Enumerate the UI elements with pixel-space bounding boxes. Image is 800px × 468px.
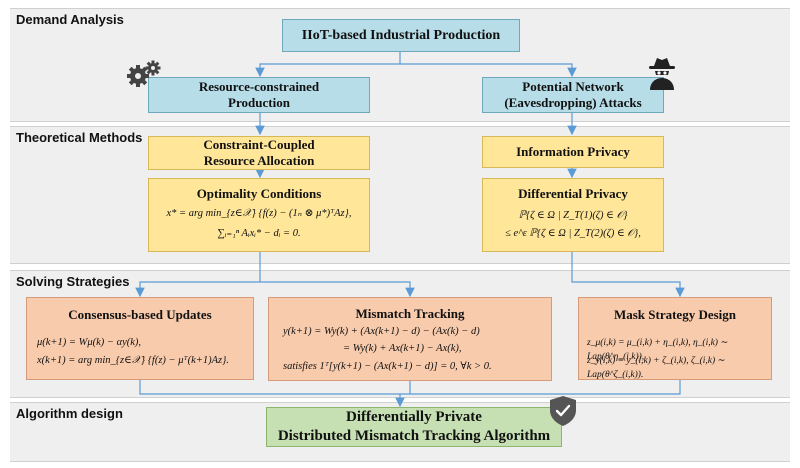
- mask-equation-1: z_μ(i,k) = μ_(i,k) + η_(i,k), η_(i,k) ∼ …: [587, 338, 729, 362]
- dp-equation-1: ℙ{ζ ∈ Ω | Z_T(1)(ζ) ∈ 𝒪}: [518, 210, 628, 221]
- mismatch-equation-3: satisfies 1ᵀ[y(k+1) − (Ax(k+1) − d)] = 0…: [283, 361, 492, 372]
- dp-equation-2: ≤ e^ε ℙ{ζ ∈ Ω | Z_T(2)(ζ) ∈ 𝒪},: [505, 228, 641, 239]
- mismatch-equation-1: y(k+1) = Wy(k) + (Ax(k+1) − d) − (Ax(k) …: [283, 326, 480, 337]
- consensus-title: Consensus-based Updates: [68, 307, 212, 322]
- iiot-production-box: IIoT-based Industrial Production: [282, 19, 520, 52]
- final-algorithm-box: Differentially Private Distributed Misma…: [266, 407, 562, 447]
- iiot-production-label: IIoT-based Industrial Production: [301, 27, 501, 43]
- information-privacy-box: Information Privacy: [482, 136, 664, 168]
- section-label-algorithm: Algorithm design: [16, 406, 123, 421]
- resource-constrained-box: Resource-constrained Production: [148, 77, 370, 113]
- shield-check-icon: [550, 396, 576, 426]
- optimality-title: Optimality Conditions: [196, 186, 322, 201]
- differential-privacy-title: Differential Privacy: [518, 186, 628, 201]
- constraint-line-2: Resource Allocation: [203, 153, 315, 168]
- mask-title: Mask Strategy Design: [613, 307, 737, 322]
- resource-line-2: Production: [228, 95, 290, 110]
- gears-icon: [127, 60, 161, 87]
- optimality-equation-1: x* = arg min_{z∈𝒳} {f(z) − (1ₙ ⊗ μ*)ᵀAz}…: [166, 208, 352, 219]
- mismatch-tracking-box: Mismatch Tracking y(k+1) = Wy(k) + (Ax(k…: [268, 297, 552, 381]
- differential-privacy-box: Differential Privacy ℙ{ζ ∈ Ω | Z_T(1)(ζ)…: [482, 178, 664, 252]
- optimality-conditions-box: Optimality Conditions x* = arg min_{z∈𝒳}…: [148, 178, 370, 252]
- mask-equation-2: z_y(i,k) = y_(i,k) + ζ_(i,k), ζ_(i,k) ∼ …: [587, 356, 726, 380]
- section-label-demand: Demand Analysis: [16, 12, 124, 27]
- spy-icon: [649, 58, 675, 90]
- optimality-equation-2: ∑ᵢ₌₁ⁿ Aᵢxᵢ* − dᵢ = 0.: [217, 228, 301, 239]
- section-label-solving: Solving Strategies: [16, 274, 130, 289]
- consensus-updates-box: Consensus-based Updates μ(k+1) = Wμ(k) −…: [26, 297, 254, 380]
- final-line-2: Distributed Mismatch Tracking Algorithm: [277, 428, 551, 444]
- final-line-1: Differentially Private: [346, 409, 482, 425]
- information-privacy-label: Information Privacy: [516, 144, 630, 159]
- attacks-line-1: Potential Network: [522, 79, 624, 94]
- attacks-line-2: (Eavesdropping) Attacks: [504, 95, 642, 110]
- consensus-equation-2: x(k+1) = arg min_{z∈𝒳} {f(z) − μᵀ(k+1)Az…: [37, 355, 229, 366]
- section-label-theory: Theoretical Methods: [16, 130, 143, 145]
- constraint-line-1: Constraint-Coupled: [203, 137, 315, 152]
- mismatch-title: Mismatch Tracking: [355, 306, 465, 321]
- consensus-equation-1: μ(k+1) = Wμ(k) − αy(k),: [37, 337, 142, 348]
- network-attacks-box: Potential Network (Eavesdropping) Attack…: [482, 77, 664, 113]
- constraint-coupled-box: Constraint-Coupled Resource Allocation: [148, 136, 370, 170]
- mismatch-equation-2: = Wy(k) + Ax(k+1) − Ax(k),: [343, 343, 462, 354]
- mask-strategy-box: Mask Strategy Design z_μ(i,k) = μ_(i,k) …: [578, 297, 772, 380]
- resource-line-1: Resource-constrained: [198, 79, 320, 94]
